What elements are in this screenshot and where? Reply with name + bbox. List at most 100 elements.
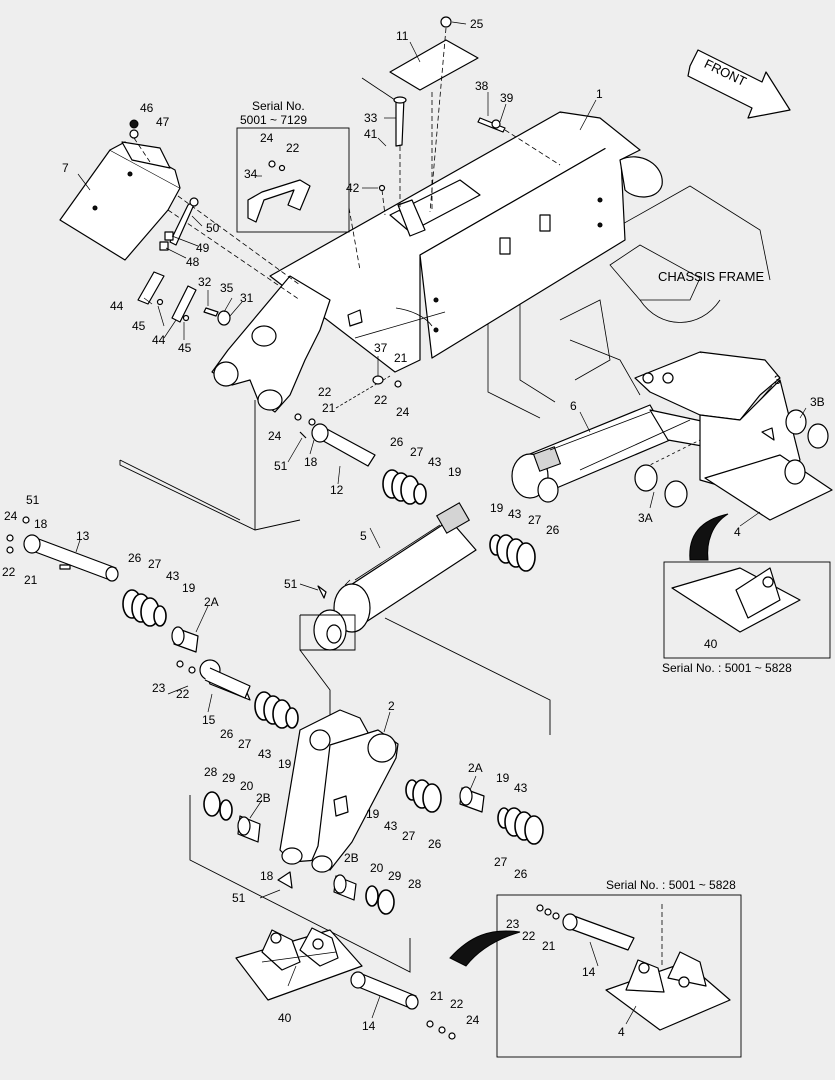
chain-37 [335, 375, 402, 409]
callout-22-g: 22 [522, 929, 536, 943]
callout-2: 2 [388, 699, 395, 713]
rings-left-lower [203, 791, 261, 843]
callout-28-a: 28 [204, 765, 218, 779]
callout-27-d: 27 [238, 737, 252, 751]
panel-7 [59, 119, 301, 301]
cover-plate [389, 16, 479, 213]
pin-14-bottom [350, 971, 456, 1040]
callout-11: 11 [396, 29, 409, 43]
cylinder-5 [313, 502, 536, 651]
callout-42: 42 [346, 181, 360, 195]
serial-top-range: 5001 ~ 7129 [240, 113, 307, 127]
callout-24-e: 24 [466, 1013, 480, 1027]
arm-2 [277, 709, 399, 889]
callout-26-c: 26 [128, 551, 142, 565]
callout-35: 35 [220, 281, 234, 295]
brackets-44-45 [137, 271, 197, 323]
callout-26-b: 26 [546, 523, 560, 537]
callout-37: 37 [374, 341, 388, 355]
serial-bottom-label: Serial No. : 5001 ~ 5828 [606, 878, 736, 892]
callout-27-c: 27 [148, 557, 162, 571]
callout-19-d: 19 [278, 757, 292, 771]
callout-24-d: 24 [4, 509, 18, 523]
callout-43-f: 43 [384, 819, 398, 833]
callout-22-f: 22 [450, 997, 464, 1011]
callout-48: 48 [186, 255, 200, 269]
callout-22-b: 22 [374, 393, 388, 407]
callout-18-a: 18 [304, 455, 318, 469]
rings-26-27-43-19-d [254, 691, 299, 729]
callout-2B-a: 2B [256, 791, 271, 805]
callout-19-b: 19 [490, 501, 504, 515]
bolt-50 [159, 197, 199, 251]
callout-43-c: 43 [166, 569, 180, 583]
callout-5: 5 [360, 529, 367, 543]
callout-22-c: 22 [318, 385, 332, 399]
callout-labels: 25 11 38 39 1 33 41 42 46 47 7 50 49 48 … [2, 17, 825, 1039]
callout-22-serial: 22 [286, 141, 300, 155]
callout-43-e: 43 [514, 781, 528, 795]
callout-27-a: 27 [410, 445, 424, 459]
cylinder-6 [511, 404, 733, 503]
callout-25: 25 [470, 17, 484, 31]
callout-3: 3 [774, 373, 781, 387]
callout-3A: 3A [638, 511, 653, 525]
callout-31: 31 [240, 291, 254, 305]
callout-14-a: 14 [362, 1019, 376, 1033]
callout-34: 34 [244, 167, 258, 181]
front-arrow: FRONT [687, 49, 791, 119]
serial-box-top: Serial No. 5001 ~ 7129 [236, 99, 361, 271]
callout-26-d: 26 [220, 727, 234, 741]
chassis-frame-label: CHASSIS FRAME [658, 269, 765, 284]
callout-44-a: 44 [110, 299, 124, 313]
callout-26-a: 26 [390, 435, 404, 449]
callout-27-b: 27 [528, 513, 542, 527]
callout-19-f: 19 [366, 807, 380, 821]
callout-46: 46 [140, 101, 154, 115]
callout-47: 47 [156, 115, 170, 129]
pin-13 [6, 516, 199, 653]
callout-27-e: 27 [402, 829, 416, 843]
callout-26-e: 26 [428, 837, 442, 851]
serial-top-label: Serial No. [252, 99, 305, 113]
rings-right-arm [405, 779, 544, 845]
callout-6: 6 [570, 399, 577, 413]
callout-1: 1 [596, 87, 603, 101]
callout-21-e: 21 [542, 939, 556, 953]
callout-23-a: 23 [152, 681, 166, 695]
callout-45-b: 45 [178, 341, 192, 355]
callout-24-c: 24 [268, 429, 282, 443]
callout-38: 38 [475, 79, 489, 93]
callout-4-b: 4 [618, 1025, 625, 1039]
inset-foot-4: Serial No. : 5001 ~ 5828 [449, 878, 742, 1058]
callout-29-a: 29 [222, 771, 236, 785]
callout-24-serial: 24 [260, 131, 274, 145]
callout-23-b: 23 [506, 917, 520, 931]
callout-50: 50 [206, 221, 220, 235]
callout-45-a: 45 [132, 319, 146, 333]
callout-2A-b: 2A [468, 761, 483, 775]
callout-51-a: 51 [274, 459, 288, 473]
callout-14-b: 14 [582, 965, 596, 979]
leader-lines [75, 21, 807, 1025]
callout-4-a: 4 [734, 525, 741, 539]
callout-21-d: 21 [430, 989, 444, 1003]
bolt-38-39 [477, 117, 561, 166]
pin-32-31 [203, 307, 231, 326]
callout-22-e: 22 [176, 687, 190, 701]
serial-mid-label: Serial No. : 5001 ~ 5828 [662, 661, 792, 675]
pin-15 [176, 659, 299, 729]
callout-19-c: 19 [182, 581, 196, 595]
callout-18-c: 18 [260, 869, 274, 883]
callout-22-d: 22 [2, 565, 16, 579]
callout-15: 15 [202, 713, 216, 727]
foot-3 [634, 351, 833, 521]
rings-26-27-43-19-a [382, 469, 427, 505]
callout-13: 13 [76, 529, 90, 543]
callout-12: 12 [330, 483, 344, 497]
main-frame [211, 111, 663, 413]
callout-7: 7 [62, 161, 69, 175]
callout-51-b: 51 [26, 493, 40, 507]
callout-39: 39 [500, 91, 514, 105]
